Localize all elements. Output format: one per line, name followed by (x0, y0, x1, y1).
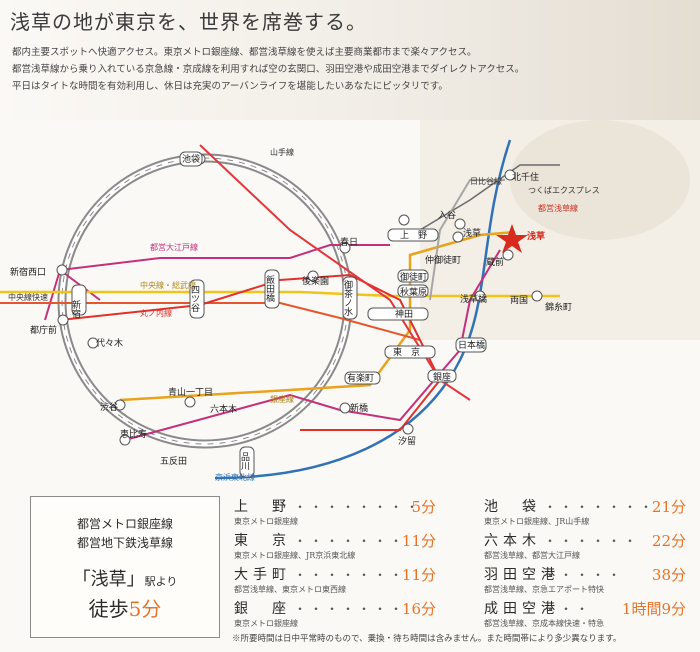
station-akihabara: 秋葉原 (400, 286, 427, 298)
station-kasuga: 春日 (340, 236, 358, 248)
line-label-tsukuba: つくばエクスプレス (528, 186, 600, 195)
station-ochanomizu: 御茶ノ水 (342, 279, 353, 316)
asakusa-star-icon (496, 224, 528, 253)
route-map: 山手線 日比谷線 つくばエクスプレス 都営浅草線 都営大江戸線 中央線・総武線 … (0, 139, 600, 482)
station-ginza: 銀座 (433, 371, 451, 383)
asakusa-line (199, 144, 471, 401)
page-title: 浅草の地が東京を、世界を席巻する。 (10, 10, 367, 34)
intro-line: 平日はタイトな時間を有効利用し、休日は充実のアーバンライフを堪能したいあなたにピ… (12, 81, 448, 92)
station-ueno: 上 野 (400, 230, 427, 241)
time-row: 六本木・・・・・・22分都営浅草線、都営大江戸線 (484, 532, 686, 560)
station-asakusa: 浅草 (527, 230, 545, 242)
line-label-chuo-rapid: 中央線快速 (8, 292, 48, 302)
time-row: 池 袋・・・・・・・21分東京メトロ銀座線、JR山手線 (484, 498, 686, 526)
station-ebisu: 恵比寿 (120, 428, 147, 440)
station-okachimachi: 仲御徒町 (425, 254, 461, 266)
station-suehirocho: 御徒町 (400, 271, 427, 283)
station-roppongi: 六本木 (210, 403, 237, 415)
station-tocho: 都庁前 (30, 324, 57, 336)
keihin-line (214, 139, 512, 480)
station-shinjukunishiguchi: 新宿西口 (10, 266, 46, 278)
station-shimbashi: 新橋 (350, 402, 368, 414)
time-row: 東 京・・・・・・・11分東京メトロ銀座線、JR京浜東北線 (234, 532, 436, 560)
access-station: 「浅草」駅より (72, 569, 178, 590)
intro-text: 都内主要スポットへ快適アクセス。東京メトロ銀座線、都営浅草線を使えば主要商業都市… (12, 44, 524, 95)
station-aoyama: 青山一丁目 (168, 386, 213, 398)
line-label-keihin: 京浜東北線 (215, 472, 255, 482)
line-label-ginza: 銀座線 (270, 394, 294, 404)
time-row: 成田空港・・・1時間9分都営浅草線、京成本線快速・特急 (484, 600, 686, 628)
station-shinagawa: 品川 (239, 452, 250, 470)
line-label-chuo: 中央線・総武線 (140, 280, 196, 290)
access-line-2: 都営地下鉄浅草線 (76, 536, 173, 550)
chuo-rapid-line (0, 302, 421, 341)
oedo-line (59, 244, 501, 441)
station-kanda: 神田 (395, 308, 413, 320)
station-shinjuku: 新宿 (70, 299, 81, 319)
walk-time: 徒歩5分 (88, 597, 162, 621)
station-tokyo: 東 京 (393, 346, 420, 358)
station-asakusabashi: 浅草橋 (460, 293, 487, 305)
line-label-asakusa: 都営浅草線 (538, 203, 578, 213)
intro-line: 都営浅草線から乗り入れている京急線・京成線を利用すれば空の玄関口、羽田空港や成田… (12, 64, 525, 75)
station-gotanda: 五反田 (160, 456, 187, 467)
station-iriya: 入谷 (438, 210, 456, 221)
footnote: ※所要時間は日中平常時のもので、乗換・待ち時間は含みません。また時間帯により多少… (232, 634, 622, 644)
line-label-marunouchi: 丸ノ内線 (140, 308, 172, 318)
station-yotsuya: 四ツ谷 (189, 285, 200, 313)
station-shibuya: 渋谷 (100, 401, 118, 413)
station-iidabashi: 飯田橋 (264, 274, 275, 303)
station-kitasenju: 北千住 (512, 171, 539, 183)
time-row: 大手町・・・・・・・11分都営浅草線、東京メトロ東西線 (234, 566, 436, 594)
station-kinshicho: 錦糸町 (545, 301, 572, 313)
station-asakusa-jr: 浅草 (463, 227, 481, 239)
marunouchi-line (59, 273, 442, 431)
intro-line: 都内主要スポットへ快適アクセス。東京メトロ銀座線、都営浅草線を使えば主要商業都市… (12, 47, 477, 58)
station-korakuen: 後楽園 (302, 275, 329, 287)
station-kuramae: 蔵前 (486, 256, 504, 268)
station-yoyogi: 代々木 (96, 337, 123, 349)
station-nihonbashi: 日本橋 (458, 339, 485, 351)
line-label-yamanote: 山手線 (270, 147, 294, 157)
station-ikebukuro: 池袋 (182, 153, 200, 165)
hibiya-line (429, 179, 505, 301)
access-box: 都営メトロ銀座線 都営地下鉄浅草線 「浅草」駅より 徒歩5分 (30, 496, 220, 638)
station-ryogoku: 両国 (510, 295, 528, 306)
time-row: 上 野・・・・・・・・5分東京メトロ銀座線 (234, 498, 436, 526)
time-row: 羽田空港・・・・・38分都営浅草線、京急エアポート特快 (484, 566, 686, 594)
access-line-1: 都営メトロ銀座線 (76, 517, 173, 531)
station-shiodome: 汐留 (398, 435, 416, 447)
ginza-line (119, 230, 516, 402)
tsukuba-line (419, 164, 560, 231)
station-yurakucho: 有楽町 (347, 372, 374, 384)
time-row: 銀 座・・・・・・・16分東京メトロ銀座線 (234, 600, 436, 628)
line-label-hibiya: 日比谷線 (470, 176, 502, 186)
line-label-oedo: 都営大江戸線 (150, 242, 198, 252)
